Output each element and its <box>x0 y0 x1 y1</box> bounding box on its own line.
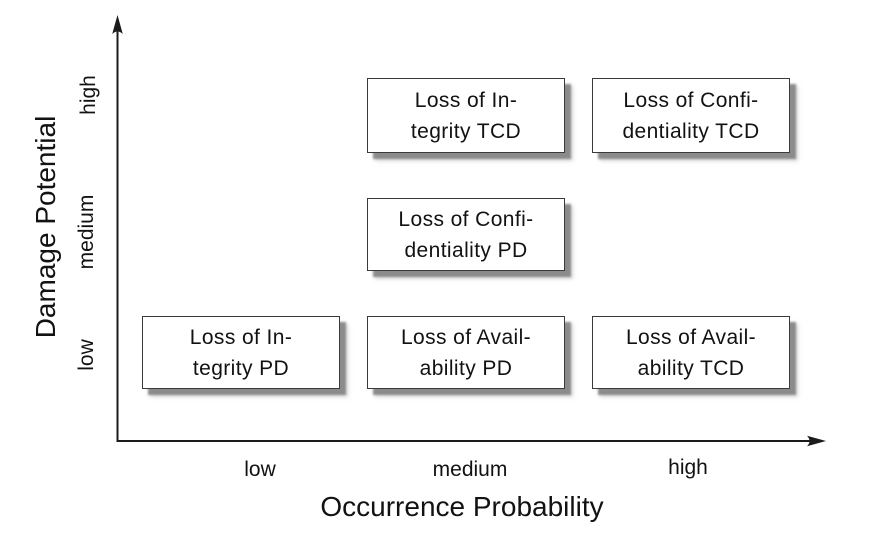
y-tick-label-medium: medium <box>75 194 98 270</box>
node-label-line2: tegrity TCD <box>410 119 522 143</box>
node-label-line1: Loss of Avail- <box>400 325 532 349</box>
node-label-line2: ability TCD <box>637 356 745 380</box>
node-label-line1: Loss of Confi- <box>398 207 534 231</box>
x-tick-label-high: high <box>668 456 708 479</box>
node-label-line1: Loss of In- <box>414 88 518 112</box>
node-label-line2: tegrity PD <box>192 356 290 380</box>
node-label-line2: dentiality PD <box>404 238 528 262</box>
x-axis-title: Occurrence Probability <box>320 491 604 522</box>
node-label-line2: dentiality TCD <box>622 119 760 143</box>
node-label-line2: ability PD <box>419 356 513 380</box>
node-box-loss-of-integrity-tcd: Loss of In- tegrity TCD <box>367 78 565 153</box>
node-label-line1: Loss of In- <box>189 325 293 349</box>
y-axis-arrowhead-icon <box>112 15 123 34</box>
node-label-line1: Loss of Avail- <box>625 325 757 349</box>
x-tick-label-medium: medium <box>432 458 508 481</box>
node-label-line1: Loss of Confi- <box>623 88 759 112</box>
y-tick-label-low: low <box>75 339 98 371</box>
x-tick-label-low: low <box>244 458 276 481</box>
node-box-loss-of-availability-pd: Loss of Avail- ability PD <box>367 316 565 389</box>
node-box-loss-of-integrity-pd: Loss of In- tegrity PD <box>142 316 340 389</box>
node-box-loss-of-confidentiality-tcd: Loss of Confi- dentiality TCD <box>592 78 790 153</box>
node-box-loss-of-confidentiality-pd: Loss of Confi- dentiality PD <box>367 198 565 271</box>
y-tick-label-high: high <box>77 75 100 115</box>
y-axis-title: Damage Potential <box>30 115 61 339</box>
node-box-loss-of-availability-tcd: Loss of Avail- ability TCD <box>592 316 790 389</box>
x-axis-arrowhead-icon <box>807 435 826 447</box>
